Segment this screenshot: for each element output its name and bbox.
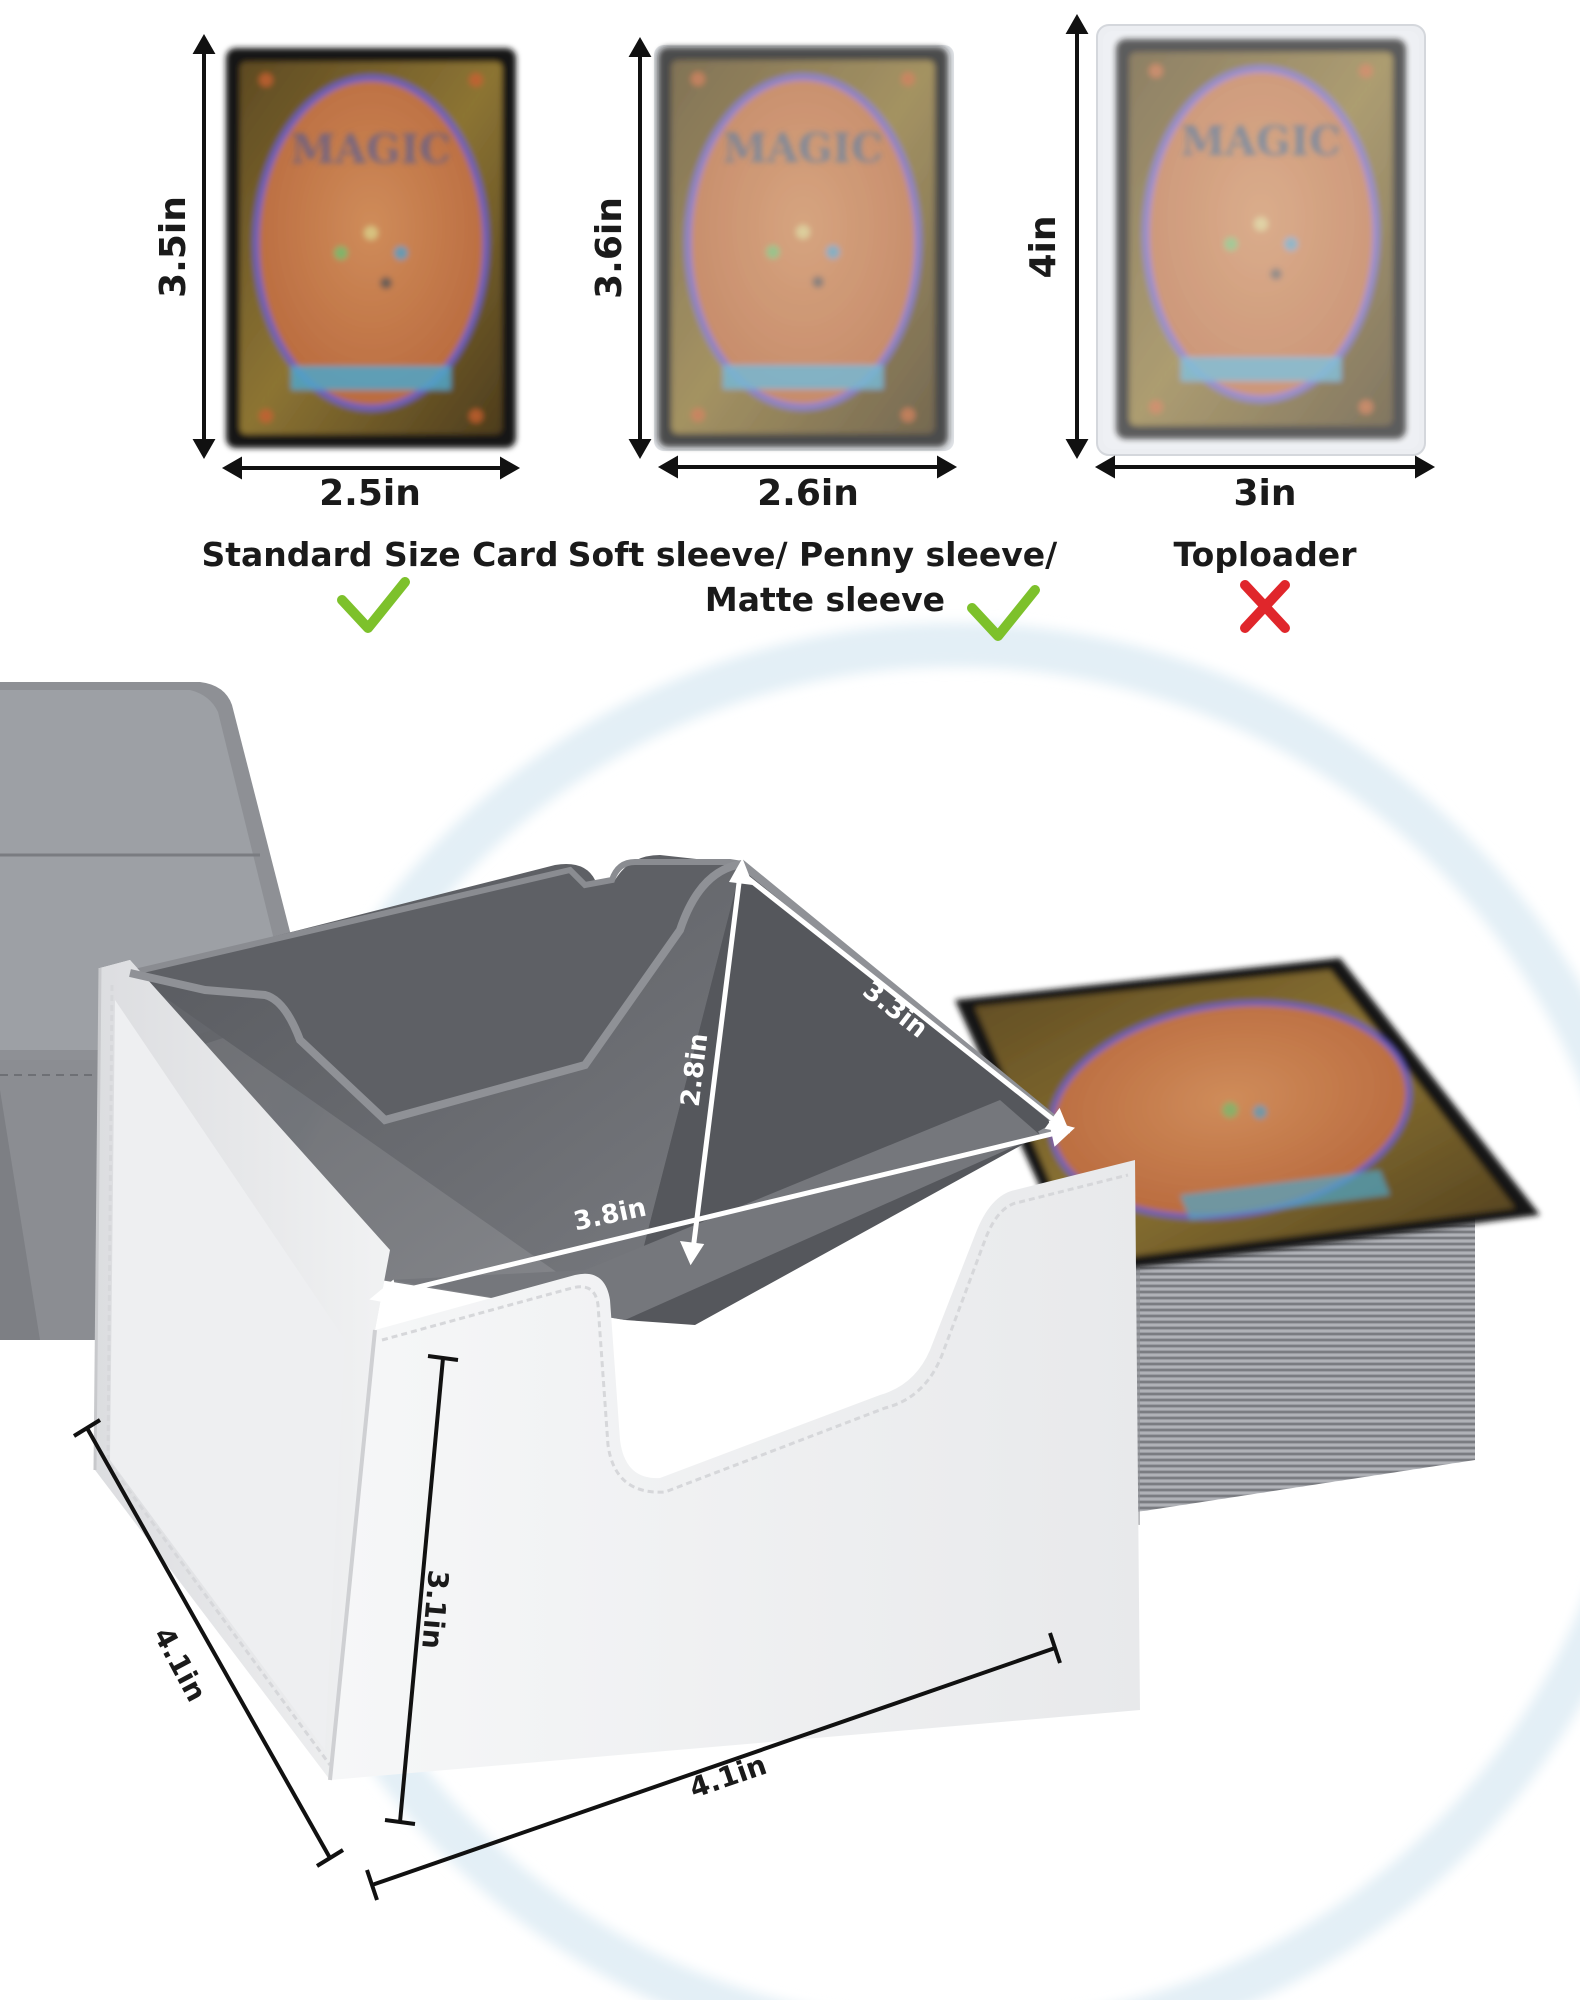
card2-width-label: 2.6in — [757, 473, 859, 514]
card3-height-label: 4in — [1023, 215, 1064, 279]
outer-dimension-arrows — [72, 1354, 1062, 1901]
toploader-card-image: MAGIC — [1096, 24, 1426, 456]
card2-caption-line2: Matte sleeve — [704, 580, 946, 619]
deck-box — [93, 855, 1140, 1781]
card-logo-text: MAGIC — [1181, 118, 1341, 165]
standard-card-image: MAGIC — [226, 48, 516, 448]
sleeved-card-image: MAGIC — [654, 45, 954, 451]
card2-caption-line1: Soft sleeve/ Penny sleeve/ — [567, 535, 1058, 574]
check-icon — [337, 577, 410, 633]
card3-width-label: 3in — [1233, 473, 1297, 514]
card-dimension-arrows — [192, 13, 1436, 480]
card1-width-label: 2.5in — [319, 473, 421, 514]
card3-caption: Toploader — [1173, 535, 1357, 574]
cross-icon — [1240, 580, 1290, 633]
check-icon — [967, 585, 1040, 641]
card1-caption: Standard Size Card — [201, 535, 559, 574]
card1-height-label: 3.5in — [153, 196, 194, 298]
card2-height-label: 3.6in — [589, 197, 630, 299]
card-logo-text: MAGIC — [723, 125, 883, 172]
card-logo-text: MAGIC — [291, 126, 451, 173]
inner-dimension-arrows — [369, 858, 1075, 1306]
